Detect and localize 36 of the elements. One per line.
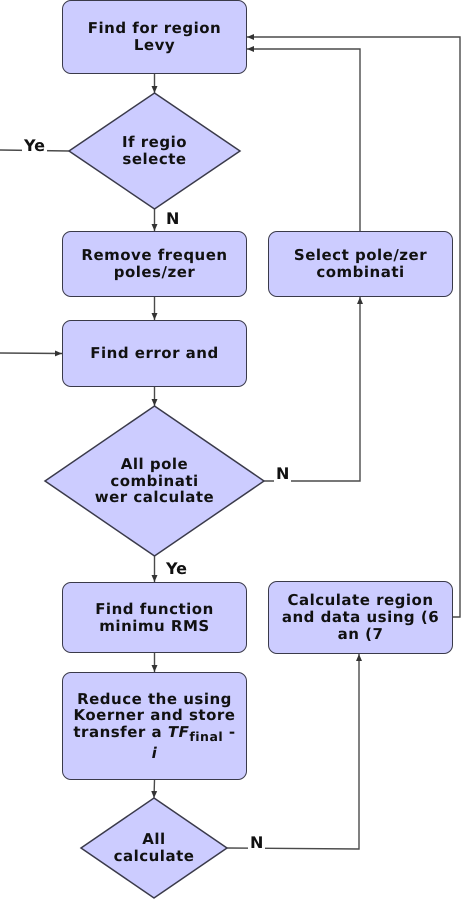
- arrow: [152, 653, 158, 672]
- decision-diamond: [69, 93, 240, 209]
- node-text: Find function minimu RMS: [94, 600, 215, 634]
- node-text: Find for region Levy: [86, 20, 222, 54]
- decision-diamond: [81, 798, 227, 898]
- arrow: [152, 297, 158, 320]
- edge-label: N: [274, 466, 292, 482]
- arrow: [151, 780, 158, 798]
- process-box: [62, 672, 247, 780]
- node-text: If regio selecte: [120, 134, 188, 168]
- node-text: Calculate region and data using (6 an (7: [280, 592, 440, 643]
- process-box: [268, 231, 453, 297]
- node-text: Select pole/zer combinati: [292, 247, 428, 281]
- node-text: Remove frequen poles/zer: [80, 247, 229, 281]
- node-text: Reduce the using Koerner and store transfer a TF$_{final}$ - i: [73, 690, 236, 762]
- process-box: [62, 582, 247, 653]
- node-text: All pole combinati wer calculate: [94, 456, 214, 506]
- arrow: [152, 74, 158, 93]
- arrow: [264, 297, 363, 482]
- process-box: [268, 581, 453, 654]
- process-box: [62, 231, 247, 297]
- process-box: [62, 0, 247, 74]
- arrow: [227, 654, 362, 850]
- node-text: All calculate: [112, 831, 196, 865]
- process-box: [62, 320, 247, 387]
- decision-diamond: [45, 406, 264, 556]
- arrow: [152, 209, 158, 231]
- arrow: [152, 387, 158, 406]
- arrow: [0, 350, 62, 356]
- arrow: [152, 556, 158, 582]
- arrow: [247, 34, 461, 618]
- edge-label: N: [248, 835, 266, 851]
- edge-label: Ye: [22, 138, 47, 154]
- edge-label: Ye: [164, 561, 189, 577]
- arrow: [247, 46, 361, 231]
- node-text: Find error and: [90, 345, 219, 362]
